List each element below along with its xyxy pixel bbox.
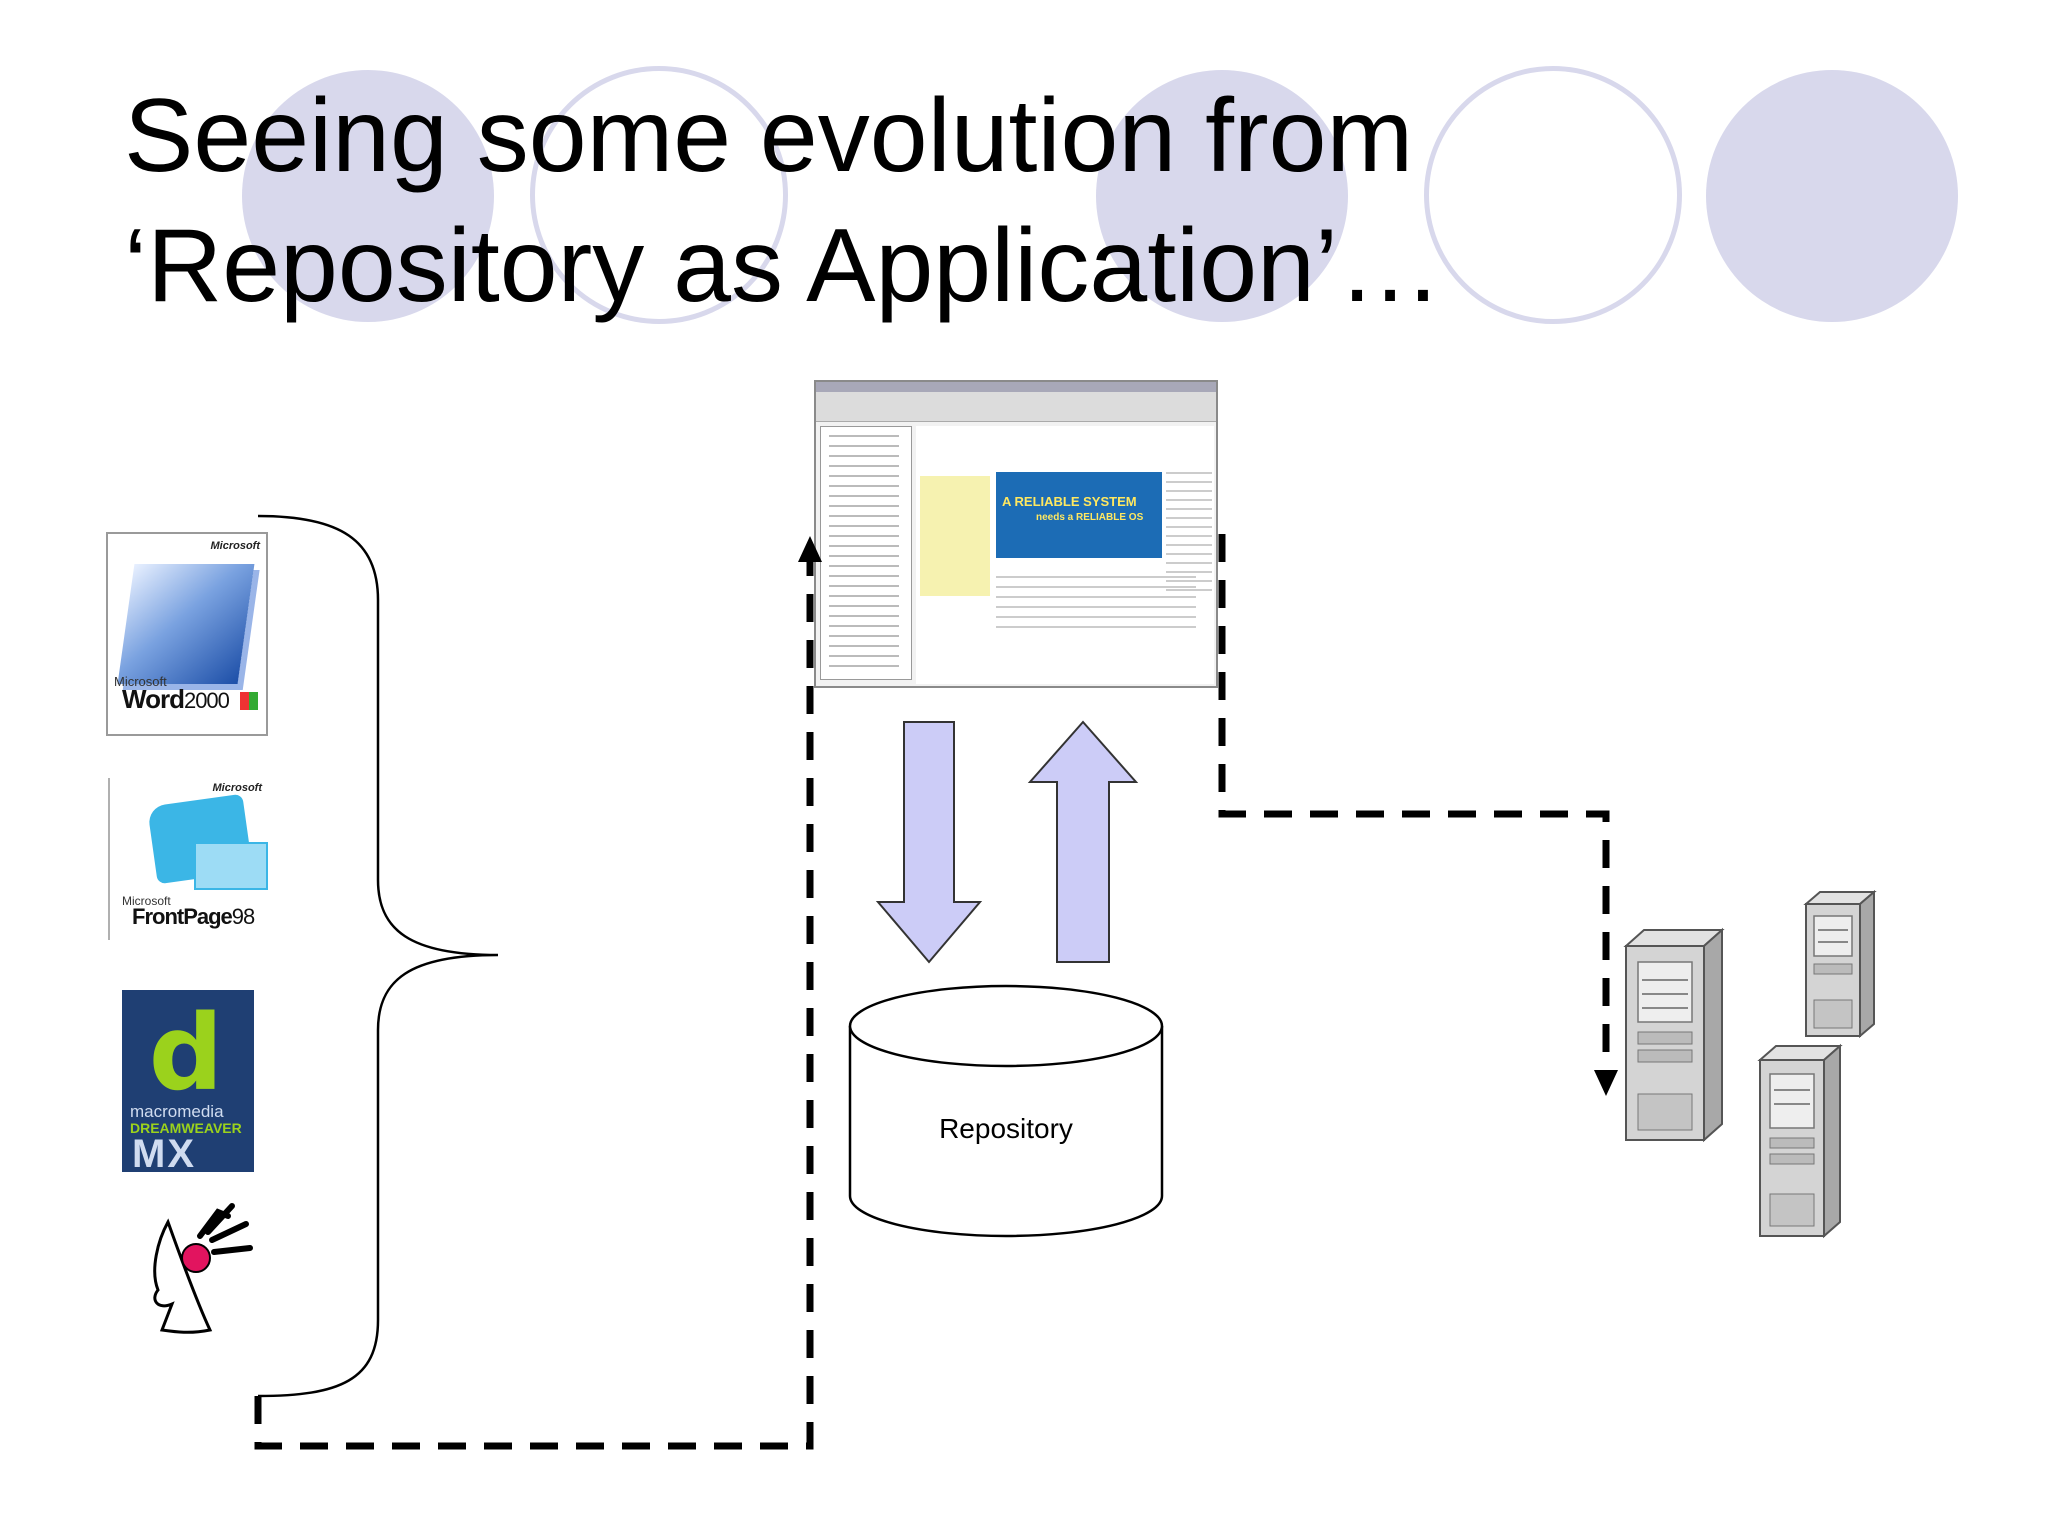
frontpage-version: 98 [231,904,256,929]
frontpage-brand: Microsoft [212,782,263,794]
deco-circle-1 [242,70,494,322]
deco-circle-3 [1096,70,1348,322]
sidebar-lines [829,435,899,671]
dreamweaver-line3: MX [132,1132,196,1176]
slide-title-line-2: ‘Repository as Application’… [124,208,1442,324]
frontpage-product-prefix: Microsoft [122,894,171,908]
word-product: Word [122,684,185,714]
frontpage-product: FrontPage [132,904,233,929]
dreamweaver-line1: macromedia [130,1102,224,1121]
word-product-name: Word2000 [122,684,230,715]
repository-label: Repository [939,1113,1073,1144]
arrow-down-to-repository [875,721,983,964]
dreamweaver-d-logo-icon: d [148,992,224,1114]
arrowhead-down-to-servers [1594,1070,1618,1096]
server-tower-medium-icon [1757,1043,1843,1239]
content-nav [920,476,990,596]
frontpage-product-name: FrontPage98 [132,904,256,930]
word-brand: Microsoft [210,540,261,552]
dashed-line-browser-to-servers [1218,534,1610,1076]
browser-sidebar [820,426,912,680]
slide-title-line-1: Seeing some evolution from [124,78,1414,194]
browser-toolbar [816,392,1216,422]
word-version: 2000 [183,688,230,713]
frontpage-screen-icon [194,842,268,890]
deco-circle-4 [1424,66,1682,324]
browser-title-bar [816,382,1216,392]
dreamweaver-mx-box: d macromedia DREAMWEAVER MX [122,990,254,1176]
content-banner: A RELIABLE SYSTEM needs a RELIABLE OS [996,472,1162,558]
deco-circle-2 [530,66,788,324]
banner-text: A RELIABLE SYSTEM [1002,494,1137,509]
dashed-line-tools-to-browser [254,556,814,1450]
word-product-prefix: Microsoft [114,674,167,689]
server-tower-large-icon [1623,927,1725,1143]
server-tower-small-icon [1803,889,1877,1039]
content-right-column [1166,472,1212,592]
browser-content: A RELIABLE SYSTEM needs a RELIABLE OS [916,426,1214,684]
tool-group-brace [257,514,499,1398]
word-2000-box: Microsoft Microsoft Word2000 [106,532,268,736]
web-browser-screenshot: A RELIABLE SYSTEM needs a RELIABLE OS [814,380,1218,688]
frontpage-98-box: Microsoft Microsoft FrontPage98 [108,778,268,940]
arrowhead-up-to-browser [798,536,822,562]
repository-cylinder [848,984,1164,1238]
dreamweaver-line2: DREAMWEAVER [130,1120,242,1136]
arrow-up-to-browser [1027,720,1139,963]
java-duke-icon [153,1203,253,1334]
banner-subtext: needs a RELIABLE OS [1036,512,1144,523]
content-footer-lines [996,576,1196,636]
word-logo-icon [240,692,258,710]
deco-circle-5 [1706,70,1958,322]
